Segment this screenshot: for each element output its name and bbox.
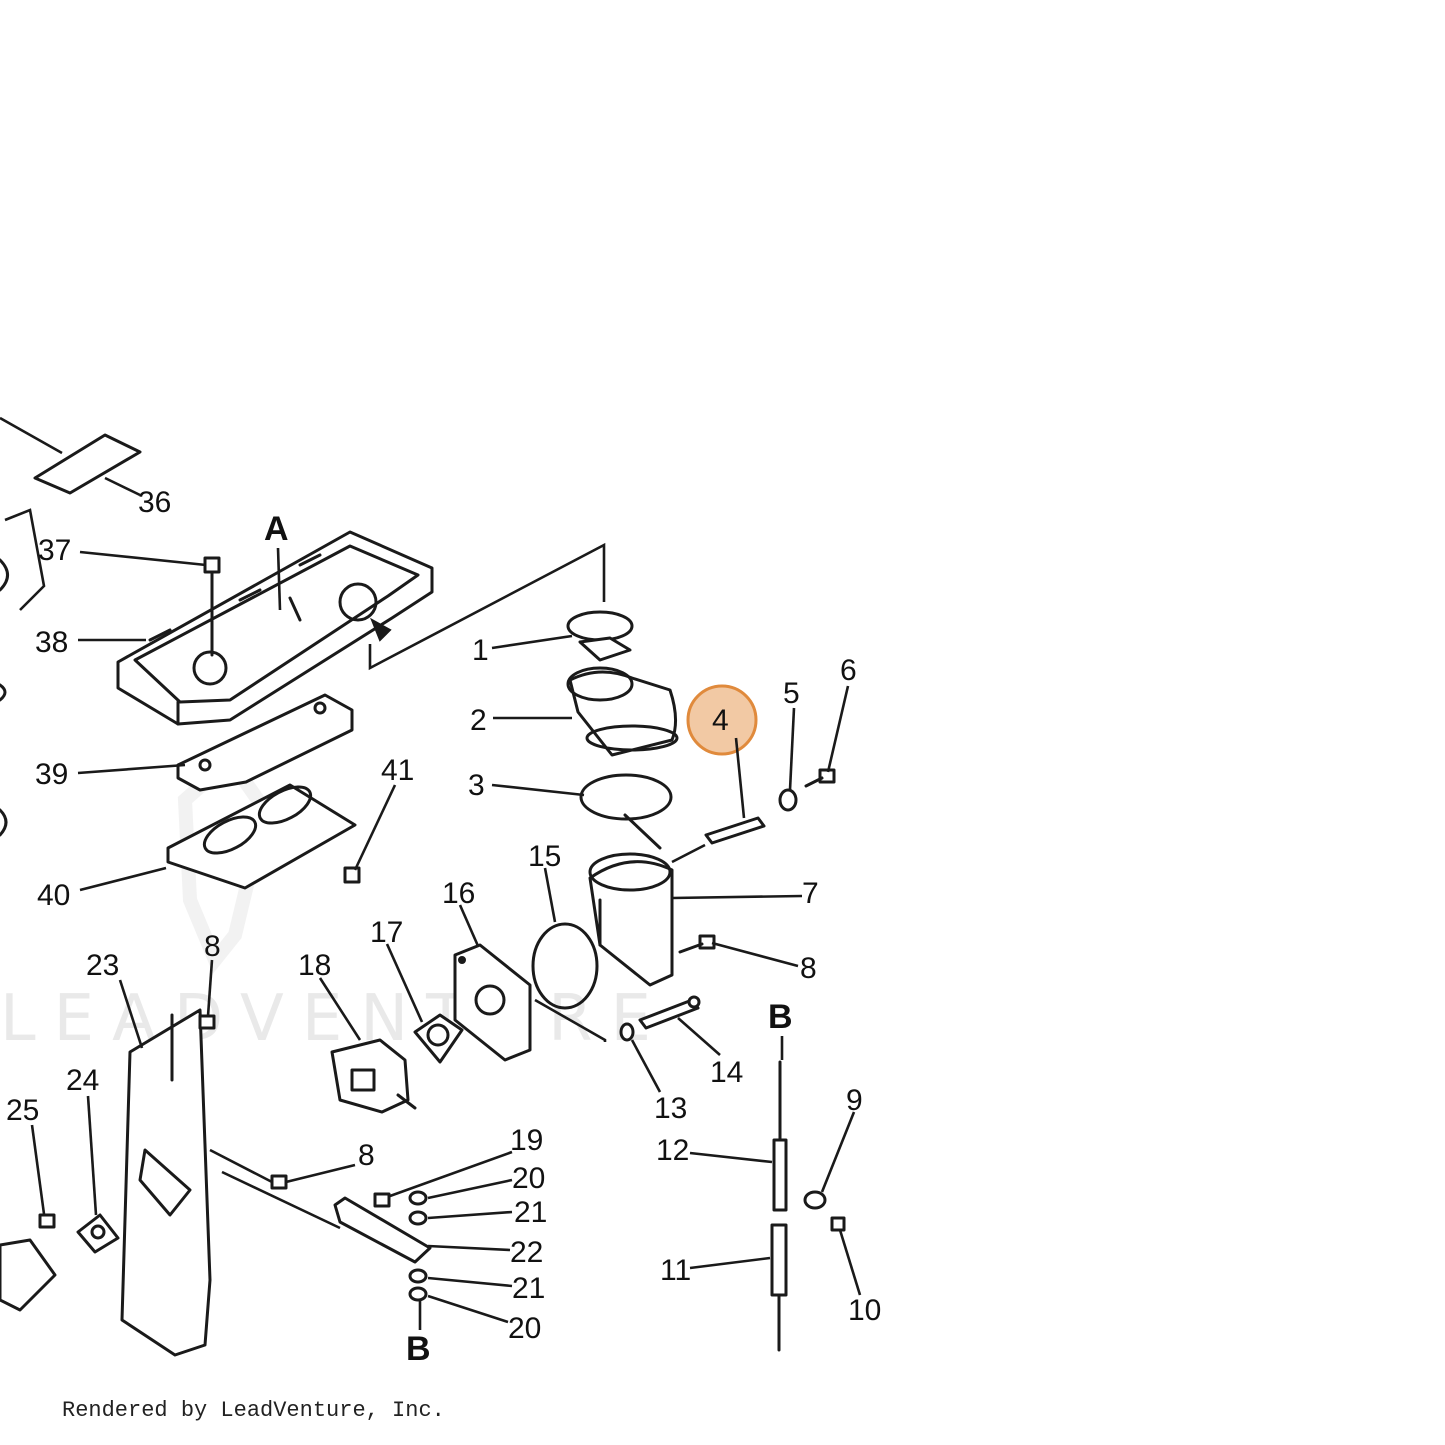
part-36-label-plate — [0, 416, 142, 611]
part-10-screw — [830, 1216, 846, 1232]
callout-3: 3 — [468, 769, 485, 802]
callout-37: 37 — [38, 534, 71, 567]
callout-21-top: 21 — [514, 1196, 547, 1229]
callout-16: 16 — [442, 877, 475, 910]
part-17-gasket — [413, 1013, 464, 1064]
callout-5: 5 — [783, 677, 800, 710]
callout-24: 24 — [66, 1064, 99, 1097]
leader-a — [276, 547, 282, 611]
callout-21-bottom: 21 — [512, 1272, 545, 1305]
callout-labels: 36 37 38 39 40 41 1 2 3 4 5 6 7 8 15 16 … — [6, 486, 881, 1345]
callout-14: 14 — [710, 1056, 743, 1089]
callout-23: 23 — [86, 949, 119, 982]
part-20-21-washers — [408, 1190, 428, 1302]
callout-8-top: 8 — [204, 930, 221, 963]
callout-19: 19 — [510, 1124, 543, 1157]
edge-fragment-2 — [0, 683, 7, 702]
callout-15: 15 — [528, 840, 561, 873]
callout-1: 1 — [472, 634, 489, 667]
part-1-clamp — [566, 610, 634, 662]
callout-40: 40 — [37, 879, 70, 912]
callout-41: 41 — [381, 754, 414, 787]
callout-18: 18 — [298, 949, 331, 982]
callout-12: 12 — [656, 1134, 689, 1167]
callout-20-bottom: 20 — [508, 1312, 541, 1345]
part-22-lever — [333, 1196, 432, 1264]
callout-17: 17 — [370, 916, 403, 949]
part-3-clamp — [579, 773, 673, 850]
callout-36: 36 — [138, 486, 171, 519]
part-9-clip — [803, 1190, 827, 1210]
leader-bracket-a-1 — [368, 542, 606, 671]
callout-11: 11 — [660, 1254, 691, 1287]
callout-25: 25 — [6, 1094, 39, 1127]
part-16-plate — [453, 943, 532, 1062]
part-25-screw — [38, 1213, 56, 1229]
part-23-bracket — [120, 1008, 212, 1357]
part-39-gasket — [176, 693, 354, 792]
part-8-screw-top — [198, 1014, 216, 1030]
callout-2: 2 — [470, 704, 487, 737]
edge-fragment-1 — [0, 558, 9, 592]
callout-13: 13 — [654, 1092, 687, 1125]
part-left-housing — [0, 1238, 57, 1312]
part-14-bolt — [638, 995, 701, 1030]
part-4-fitting — [704, 816, 766, 845]
section-a-label: A — [264, 510, 289, 548]
section-b-bottom-label: B — [406, 1330, 431, 1368]
part-40-plate — [166, 783, 357, 890]
part-6-screw — [804, 768, 836, 788]
callout-10: 10 — [848, 1294, 881, 1327]
part-8-screw-middle — [209, 1148, 288, 1190]
leader-16-13 — [534, 998, 607, 1042]
edge-fragment-3 — [0, 808, 8, 837]
part-12-rod-end — [772, 1060, 788, 1212]
part-24-gasket — [76, 1213, 120, 1254]
footer-credit: Rendered by LeadVenture, Inc. — [62, 1398, 445, 1423]
leader-23-22 — [221, 1170, 341, 1230]
highlight-circle-4[interactable] — [686, 684, 758, 756]
callout-9: 9 — [846, 1084, 863, 1117]
part-13-washer — [619, 1022, 635, 1042]
callout-20-top: 20 — [512, 1162, 545, 1195]
callout-22: 22 — [510, 1236, 543, 1269]
callout-leaders — [30, 550, 862, 1324]
part-41-screw — [343, 866, 361, 884]
part-7-throttle-body — [588, 852, 674, 987]
part-2-elbow — [566, 666, 679, 757]
callout-4: 4 — [712, 704, 729, 737]
section-b-top-label: B — [768, 998, 793, 1036]
callout-38: 38 — [35, 626, 68, 659]
callout-7: 7 — [802, 877, 819, 910]
callout-39: 39 — [35, 758, 68, 791]
callout-8-middle: 8 — [358, 1139, 375, 1172]
part-15-o-ring — [531, 922, 599, 1010]
leader-4 — [734, 737, 746, 819]
callout-6: 6 — [840, 654, 857, 687]
part-38-housing — [116, 530, 434, 726]
part-19-screw — [373, 1192, 391, 1208]
part-18-carburetor — [330, 1038, 417, 1114]
callout-8-right: 8 — [800, 952, 817, 985]
part-5-nut — [778, 788, 798, 812]
leader-7-4 — [671, 843, 706, 864]
part-8-screw-right — [678, 934, 716, 954]
part-11-adjuster — [770, 1223, 788, 1352]
